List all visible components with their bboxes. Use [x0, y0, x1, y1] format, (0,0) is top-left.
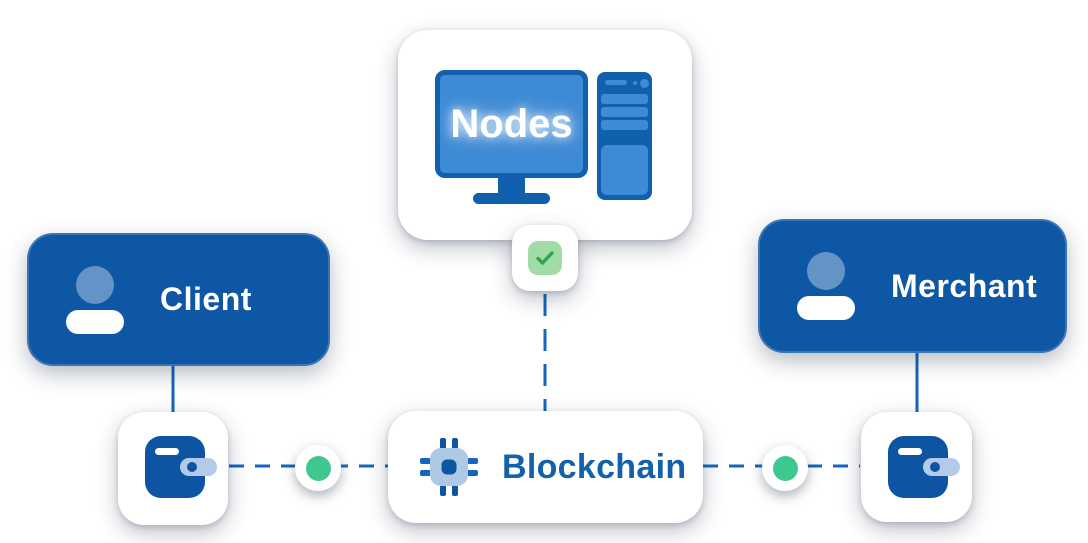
merchant-label: Merchant — [891, 267, 1038, 304]
monitor-stand-neck — [498, 176, 525, 195]
wallet-clasp-button — [930, 462, 940, 472]
green-dot-icon — [772, 455, 798, 481]
validation-badge — [512, 225, 578, 291]
transaction-connector-left — [295, 445, 341, 491]
tower-led-small — [633, 81, 637, 85]
person-body-shape — [66, 309, 124, 334]
tower-front-panel — [601, 145, 648, 195]
wallet-slot-shape — [155, 448, 179, 455]
green-dot-icon — [305, 455, 331, 481]
person-head-shape — [76, 265, 114, 304]
transaction-connector-right — [762, 445, 808, 491]
person-icon — [66, 265, 124, 334]
client-label: Client — [160, 281, 252, 317]
monitor-icon: Nodes — [435, 70, 588, 178]
monitor-stand-base — [473, 193, 550, 204]
cpu-chip-icon — [420, 438, 478, 496]
person-head-shape — [807, 252, 845, 290]
nodes-card: Nodes — [398, 30, 692, 240]
tower-power-button — [640, 79, 649, 88]
tower-vent-dash — [605, 80, 627, 85]
checkmark-glyph — [536, 251, 554, 265]
nodes-label: Nodes — [450, 101, 573, 146]
blockchain-node: Blockchain — [388, 411, 703, 523]
wallet-clasp-shape — [180, 458, 217, 476]
person-body-shape — [797, 296, 855, 320]
wallet-clasp-button — [187, 462, 197, 472]
client-wallet-card — [118, 412, 228, 525]
wallet-slot-shape — [898, 448, 922, 455]
merchant-wallet-card — [861, 412, 972, 522]
blockchain-label: Blockchain — [502, 447, 687, 486]
person-icon — [797, 252, 855, 320]
wallet-icon — [118, 412, 228, 525]
tower-drive-bay — [601, 94, 648, 104]
client-node: Client — [27, 233, 330, 366]
tower-drive-bay — [601, 120, 648, 130]
checkmark-icon — [528, 241, 562, 275]
pc-tower-icon — [597, 72, 652, 200]
merchant-node: Merchant — [758, 219, 1067, 353]
wallet-icon — [861, 412, 972, 522]
tower-drive-bay — [601, 107, 648, 117]
wallet-clasp-shape — [923, 458, 960, 476]
